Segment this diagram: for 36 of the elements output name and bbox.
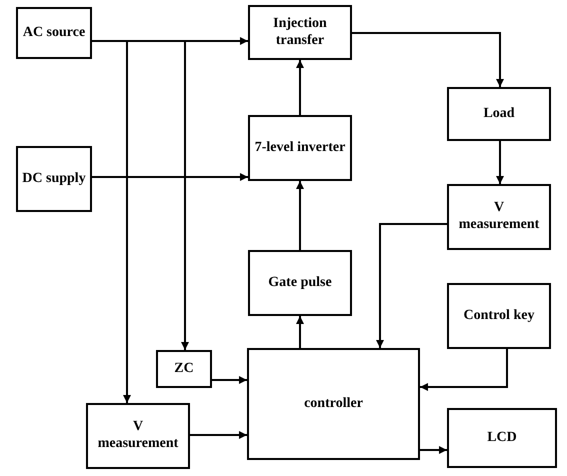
block-label: LCD <box>487 430 517 446</box>
arrow <box>92 40 131 403</box>
block-box <box>247 348 420 460</box>
arrow <box>496 141 504 184</box>
arrow <box>190 431 247 439</box>
block-label: V measurement <box>458 200 540 234</box>
block-box <box>248 115 352 181</box>
arrow <box>420 349 508 391</box>
arrow <box>212 376 247 384</box>
block-label: AC source <box>22 24 86 42</box>
block-box <box>447 184 551 250</box>
block-label: DC supply <box>22 170 86 188</box>
block-box <box>248 250 352 316</box>
block-box <box>86 403 190 469</box>
arrow <box>296 181 304 250</box>
block-box <box>447 283 551 349</box>
block-box <box>16 7 92 59</box>
block-label: ZC <box>174 360 194 378</box>
block-label: Gate pulse <box>268 274 332 292</box>
block-box <box>447 87 551 141</box>
block-label: Load <box>483 106 515 122</box>
arrow <box>352 32 504 87</box>
block-label: Control key <box>464 308 534 324</box>
block-label: 7-level inverter <box>254 140 346 156</box>
arrow <box>420 446 447 454</box>
block-box <box>16 146 92 212</box>
arrow <box>296 60 304 115</box>
block-label: controller <box>304 396 363 412</box>
block-box <box>156 350 212 388</box>
arrow <box>92 173 248 181</box>
block-label: Injection transfer <box>272 16 328 50</box>
block-label: V measurement <box>96 419 180 453</box>
block-box <box>447 408 557 468</box>
block-box <box>248 5 352 60</box>
arrow <box>376 223 447 348</box>
arrow <box>296 316 304 348</box>
